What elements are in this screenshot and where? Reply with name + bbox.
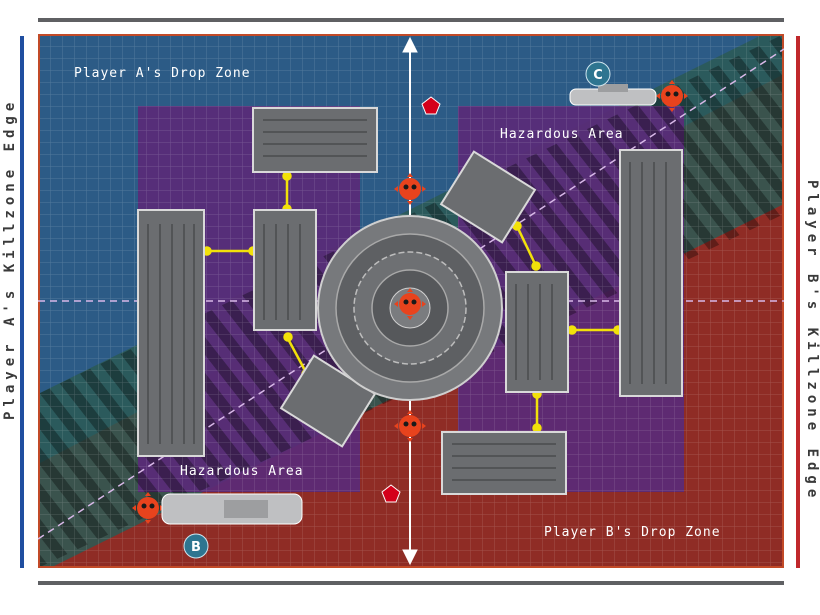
terrain-bottom-right-bridge bbox=[441, 431, 567, 495]
pentagon-drop-icon bbox=[421, 96, 441, 115]
board-bottom-border bbox=[38, 581, 784, 585]
terrain-left-mid bbox=[253, 209, 317, 331]
svg-text:C: C bbox=[593, 68, 603, 83]
terrain-pieces bbox=[137, 107, 683, 495]
player-a-drop-zone-label: Player A's Drop Zone bbox=[74, 66, 251, 81]
hazardous-area-bottom-label: Hazardous Area bbox=[180, 464, 304, 479]
vehicle-icon bbox=[161, 493, 303, 525]
player-b-killzone-edge-label: Player B's Killzone Edge bbox=[804, 180, 820, 503]
terrain-top-left-bridge bbox=[252, 107, 378, 173]
svg-text:B: B bbox=[191, 540, 201, 555]
player-b-edge-line bbox=[796, 36, 800, 568]
pentagon-drop-icon bbox=[381, 484, 401, 503]
marker-b: B bbox=[183, 533, 209, 559]
terrain-right-tall bbox=[619, 149, 683, 397]
skull-objective-icon bbox=[394, 288, 426, 320]
terrain-right-mid bbox=[505, 271, 569, 393]
killzone-board: C B Player A's Drop Zone Hazardous Area … bbox=[38, 34, 784, 568]
terrain-detail-lines bbox=[147, 119, 667, 481]
board-top-border bbox=[38, 18, 784, 22]
skull-objective-icon bbox=[394, 173, 426, 205]
terrain-top-right-crate bbox=[439, 150, 537, 244]
marker-c: C bbox=[585, 61, 611, 87]
skull-objective-icon bbox=[656, 80, 688, 112]
skull-objective-icon bbox=[132, 492, 164, 524]
hazardous-area-top-label: Hazardous Area bbox=[500, 127, 624, 142]
player-a-killzone-edge-label: Player A's Killzone Edge bbox=[2, 97, 18, 420]
terrain-left-tall bbox=[137, 209, 205, 457]
skull-objective-icon bbox=[394, 410, 426, 442]
vehicle-icon bbox=[569, 84, 657, 106]
player-b-drop-zone-label: Player B's Drop Zone bbox=[544, 525, 721, 540]
player-a-edge-line bbox=[20, 36, 24, 568]
terrain-bottom-left-crate bbox=[279, 354, 377, 448]
